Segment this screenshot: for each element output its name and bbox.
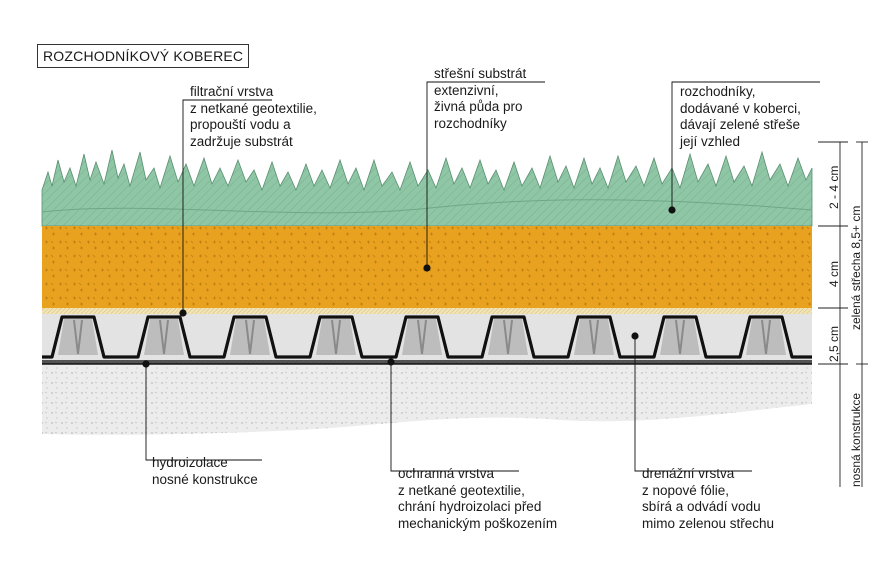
drainage-stud: [230, 319, 270, 355]
drainage-stud-shade: [417, 319, 427, 355]
drainage-stud-shade: [245, 319, 255, 355]
drainage-stud: [316, 319, 356, 355]
dim-label-structure: nosná konstrukce: [849, 392, 863, 487]
leader-lines: [145, 81, 820, 472]
diagram-title: ROZCHODNÍKOVÝ KOBEREC: [37, 44, 250, 68]
label-line: živná půda pro: [434, 99, 523, 114]
label-line: mimo zelenou střechu: [642, 515, 775, 531]
label-line: rozchodníky,: [680, 84, 756, 99]
drainage-stud: [746, 319, 786, 355]
label-filter-layer: filtrační vrstva z netkané geotextilie, …: [190, 84, 317, 150]
drainage-stud-shade: [675, 319, 685, 355]
label-waterproofing: hydroizolace nosné konstrukce: [152, 455, 258, 488]
label-line: dávají zelené střeše: [680, 117, 801, 132]
label-line: ochranná vrstva: [398, 466, 495, 481]
label-line: mechanickým poškozením: [398, 515, 558, 531]
label-line: hydroizolace: [152, 455, 228, 470]
dimension-lines: [818, 141, 868, 487]
label-line: z netkané geotextilie,: [190, 100, 317, 116]
drainage-stud-shade: [73, 319, 83, 355]
label-line: dodávané v koberci,: [680, 100, 801, 116]
label-line: chrání hydroizolaci před: [398, 499, 542, 514]
label-line: propouští vodu a: [190, 117, 291, 132]
drainage-layer: [42, 314, 812, 360]
drainage-stud: [402, 319, 442, 355]
drainage-stud: [660, 319, 700, 355]
dim-label-sedum: 2 - 4 cm: [827, 165, 841, 209]
drainage-stud: [58, 319, 98, 355]
drainage-stud-shade: [589, 319, 599, 355]
label-line: střešní substrát: [434, 66, 527, 81]
drainage-stud: [574, 319, 614, 355]
protection-and-waterproofing: [42, 360, 812, 365]
dim-label-drainage: 2,5 cm: [827, 325, 841, 362]
dim-label-total: zelená střecha 8,5+ cm: [849, 205, 863, 330]
label-line: extenzivní,: [434, 82, 499, 98]
label-line: z netkané geotextilie,: [398, 482, 525, 498]
anchor-dots: [142, 206, 676, 368]
label-line: zadržuje substrát: [190, 133, 293, 149]
drainage-stud: [144, 319, 184, 355]
label-line: sbírá a odvádí vodu: [642, 499, 761, 514]
drainage-stud-shade: [761, 319, 771, 355]
drainage-stud-shade: [503, 319, 513, 355]
label-line: z nopové fólie,: [642, 482, 730, 498]
drainage-stud-shade: [159, 319, 169, 355]
label-substrate: střešní substrát extenzivní, živná půda …: [434, 66, 526, 132]
label-sedum: rozchodníky, dodávané v koberci, dávají …: [680, 84, 801, 150]
label-line: rozchodníky: [434, 115, 507, 131]
filter-fabric-layer: [42, 308, 812, 314]
label-line: drenážní vrstva: [642, 466, 735, 481]
label-line: nosné konstrukce: [152, 471, 258, 487]
dim-label-substrate: 4 cm: [827, 260, 841, 287]
label-line: její vzhled: [680, 133, 741, 149]
drainage-stud-shade: [331, 319, 341, 355]
label-protection-layer: ochranná vrstva z netkané geotextilie, c…: [398, 466, 557, 532]
load-bearing-structure: [42, 365, 812, 435]
label-drainage-layer: drenážní vrstva z nopové fólie, sbírá a …: [642, 466, 774, 532]
label-line: filtrační vrstva: [190, 84, 274, 99]
drainage-stud: [488, 319, 528, 355]
